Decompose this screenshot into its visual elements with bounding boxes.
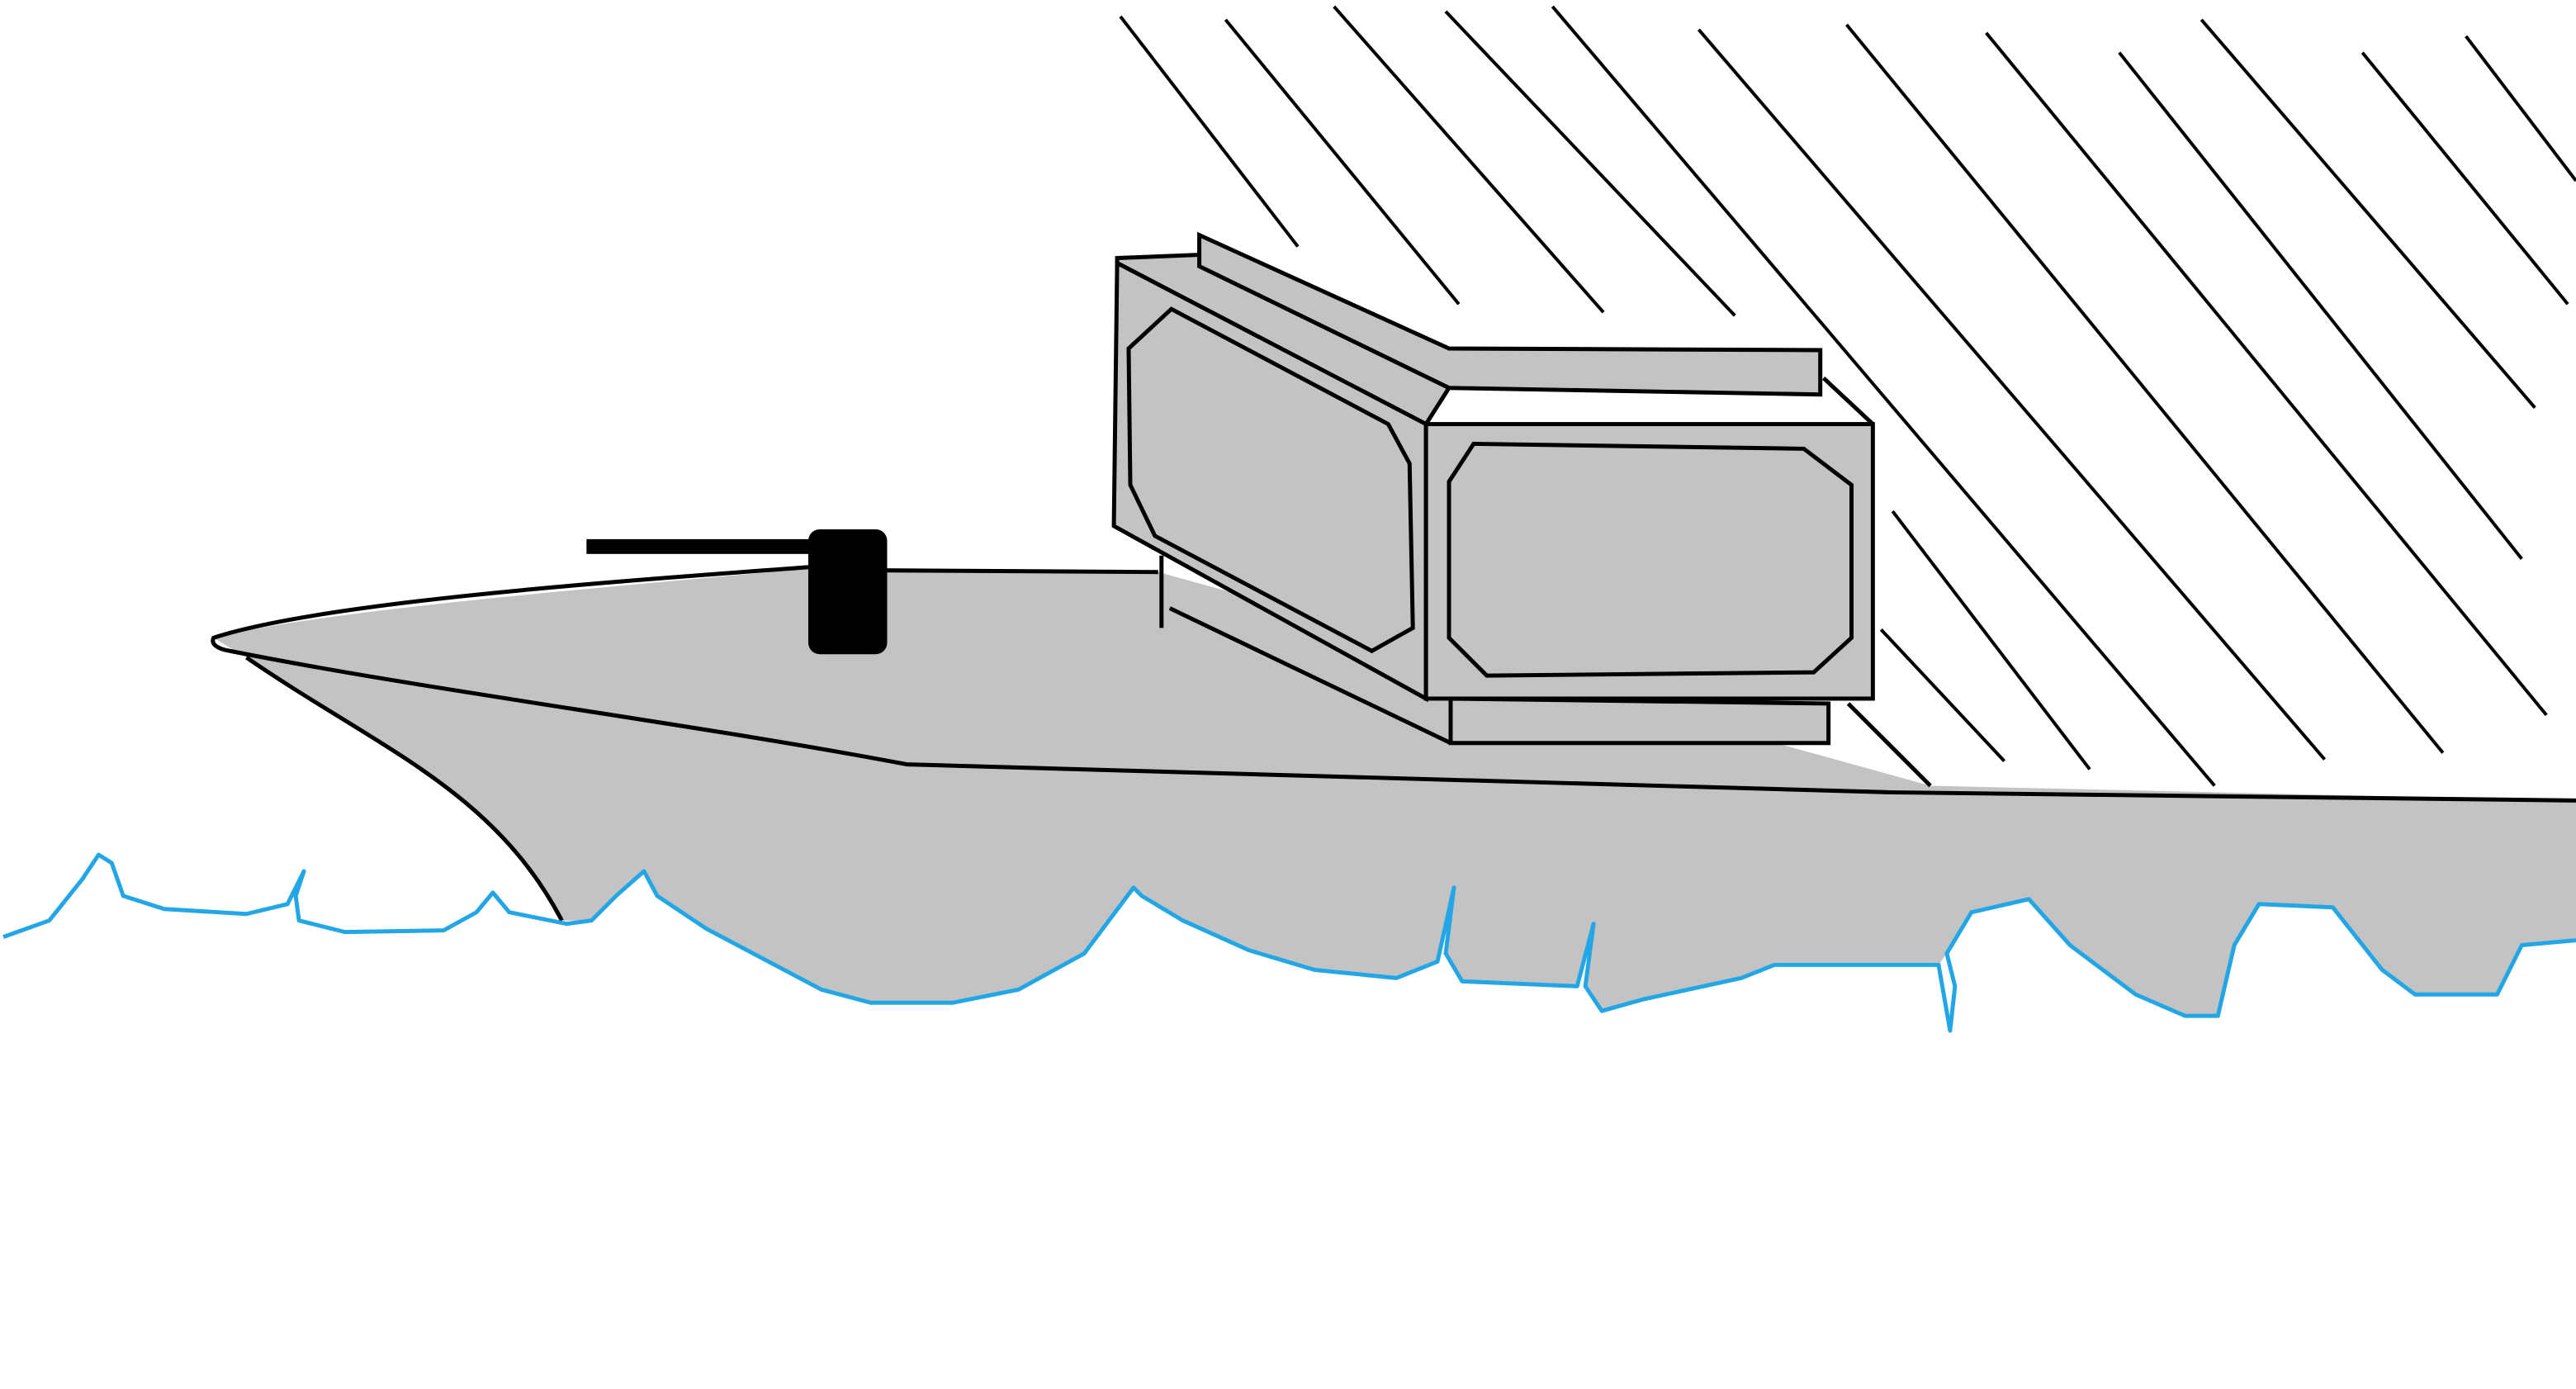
- cabin-front: [1423, 422, 1875, 701]
- side-window: [1126, 306, 1415, 654]
- water-waves: [2, 852, 2576, 1033]
- front-window: [1447, 441, 1854, 678]
- hull: [213, 567, 2576, 1017]
- rain-hatching: [1119, 5, 2576, 787]
- deck-gun: [586, 529, 888, 655]
- gun-mount: [807, 529, 888, 655]
- hull-outline: [211, 377, 2576, 922]
- gun-barrel: [586, 538, 817, 554]
- cabin: [1111, 231, 1875, 746]
- cabin-base: [1448, 696, 1831, 746]
